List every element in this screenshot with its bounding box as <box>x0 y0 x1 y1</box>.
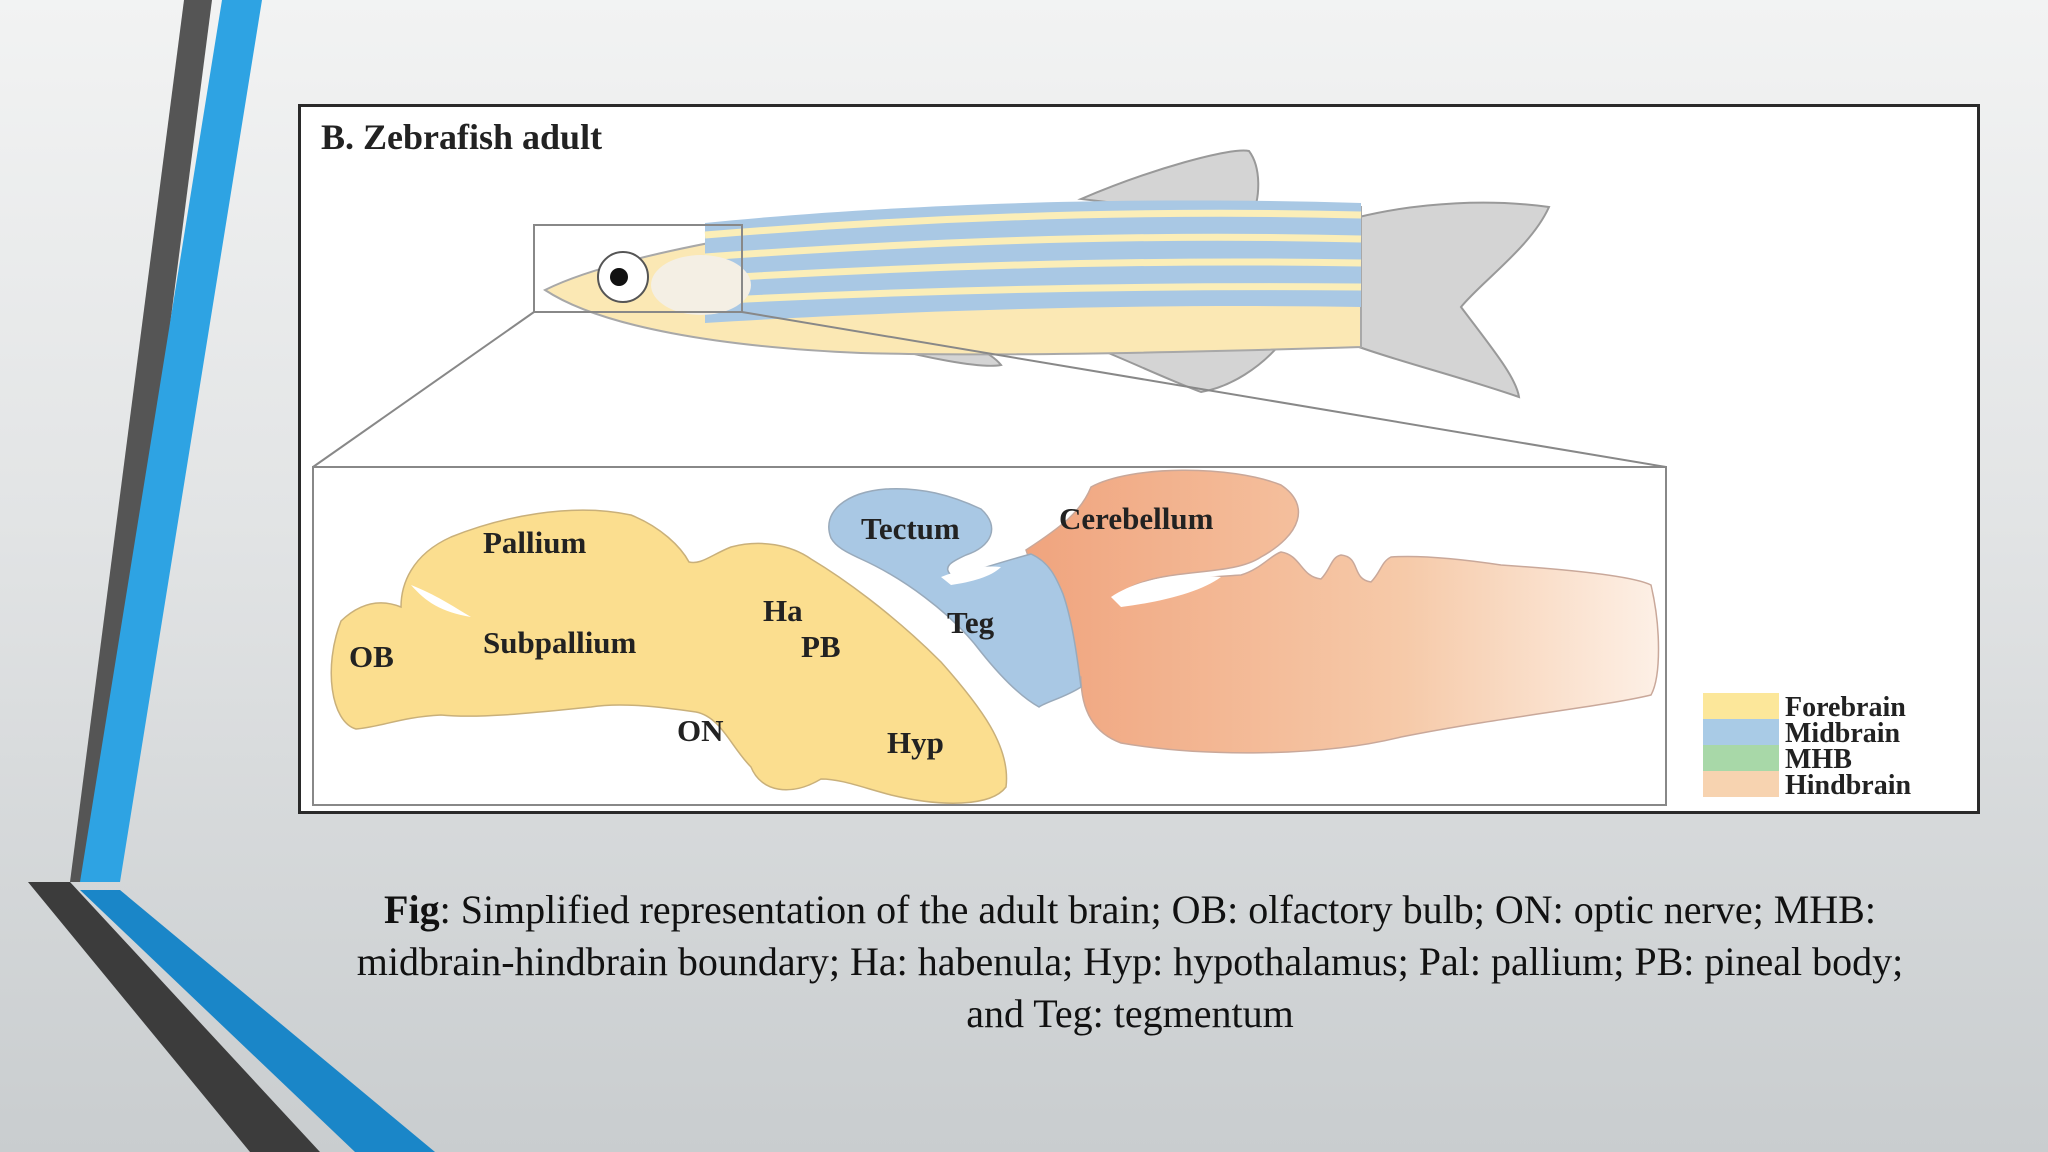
caption-text: : Simplified representation of the adult… <box>356 887 1904 1036</box>
label-ha: Ha <box>763 593 803 628</box>
label-cerebellum: Cerebellum <box>1059 501 1214 536</box>
pallium-notch <box>411 585 471 617</box>
stripe-3 <box>704 258 1362 283</box>
zoom-line-right <box>741 311 1667 468</box>
label-ob: OB <box>349 639 394 674</box>
zebrafish-diagram: B. Zebrafish adult <box>312 117 1911 806</box>
fish-head-highlight <box>651 255 751 315</box>
legend-swatch-midbrain <box>1703 719 1779 745</box>
blue-stripe <box>80 0 262 882</box>
legend-label-forebrain: Forebrain <box>1785 692 1906 723</box>
panel-title: B. Zebrafish adult <box>321 117 602 157</box>
legend-label-midbrain: Midbrain <box>1785 718 1901 749</box>
stripe-1 <box>704 209 1362 239</box>
midbrain-cleft <box>941 566 1001 585</box>
brain-illustration <box>330 469 1660 804</box>
zoom-box <box>533 224 743 313</box>
label-pb: PB <box>801 629 841 664</box>
hindbrain-region <box>1025 469 1660 754</box>
figure-panel: B. Zebrafish adult <box>298 104 1980 814</box>
legend-swatch-forebrain <box>1703 693 1779 719</box>
gray-stripe <box>70 0 212 882</box>
fish-illustration <box>312 149 1667 468</box>
dark-lower-stripe <box>28 882 320 1152</box>
zoom-line-left <box>312 311 535 468</box>
label-hyp: Hyp <box>887 725 944 760</box>
label-teg: Teg <box>947 605 995 640</box>
legend: Forebrain Midbrain MHB Hindbrain <box>1703 692 1911 801</box>
hindbrain-notch <box>1111 575 1221 607</box>
legend-swatch-hindbrain <box>1703 771 1779 797</box>
legend-swatch-mhb <box>1703 745 1779 771</box>
midbrain-region <box>828 487 1082 708</box>
label-on: ON <box>677 713 724 748</box>
stripe-4 <box>704 283 1362 305</box>
fish-pupil <box>610 268 628 286</box>
legend-label-hindbrain: Hindbrain <box>1785 770 1911 801</box>
label-subpallium: Subpallium <box>483 625 637 660</box>
label-pallium: Pallium <box>483 525 587 560</box>
stripe-2 <box>704 233 1362 261</box>
label-tectum: Tectum <box>861 511 960 546</box>
forebrain-region <box>330 509 1008 804</box>
tail-fin <box>1358 201 1551 399</box>
caption-label: Fig <box>384 887 440 932</box>
blue-lower-stripe <box>80 890 435 1152</box>
figure-caption: Fig: Simplified representation of the ad… <box>330 884 1930 1040</box>
legend-label-mhb: MHB <box>1785 744 1852 775</box>
